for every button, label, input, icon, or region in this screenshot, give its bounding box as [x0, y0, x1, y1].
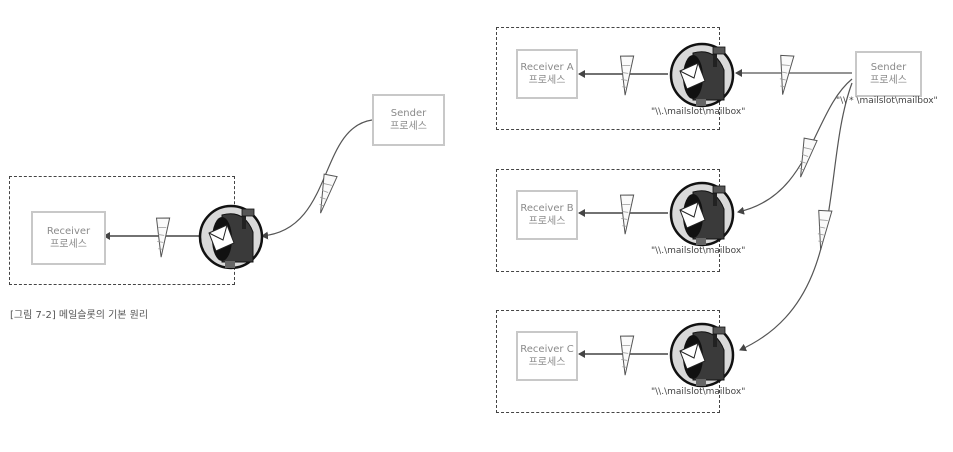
connector-sender-to-mailbox-c — [739, 82, 853, 352]
figure-caption: [그림 7-2] 메일슬롯의 기본 원리 — [10, 310, 149, 321]
sender-right-label: Sender — [870, 62, 907, 73]
receiver-a-sub-label: 프로세스 — [528, 75, 566, 86]
envelope-icon — [310, 171, 338, 215]
receiver-c-box: Receiver C 프로세스 — [516, 331, 578, 381]
mailslot-path-b: "\\.\mailslot\mailbox" — [651, 246, 746, 256]
receiver-a-label: Receiver A — [520, 62, 574, 73]
envelope-icon — [790, 135, 818, 179]
mailbox-icon — [198, 204, 264, 270]
receiver-c-sub-label: 프로세스 — [528, 357, 566, 368]
mailslot-broadcast-path: "\\ * \mailslot\mailbox" — [836, 96, 938, 106]
envelope-icon — [614, 53, 635, 97]
envelope-icon — [810, 207, 833, 251]
receiver-a-box: Receiver A 프로세스 — [516, 49, 578, 99]
mailbox-icon — [669, 181, 735, 247]
receiver-b-sub-label: 프로세스 — [528, 216, 566, 227]
sender-label: Sender — [390, 108, 427, 119]
sender-process-box: Sender 프로세스 — [372, 94, 445, 146]
receiver-b-box: Receiver B 프로세스 — [516, 190, 578, 240]
connector-sender-to-mailbox — [261, 119, 373, 240]
receiver-c-label: Receiver C — [520, 344, 574, 355]
sender-box: Sender 프로세스 — [855, 51, 922, 97]
receiver-sub-label: 프로세스 — [50, 239, 87, 250]
envelope-icon — [772, 52, 795, 96]
receiver-b-label: Receiver B — [520, 203, 574, 214]
mailslot-path-c: "\\.\mailslot\mailbox" — [651, 387, 746, 397]
envelope-icon — [614, 192, 635, 236]
receiver-process-box: Receiver 프로세스 — [31, 211, 106, 265]
connector-sender-to-mailbox-b — [737, 78, 853, 215]
sender-right-sub-label: 프로세스 — [870, 75, 907, 86]
envelope-icon — [150, 215, 171, 259]
envelope-icon — [614, 333, 635, 377]
mailslot-path-a: "\\.\mailslot\mailbox" — [651, 107, 746, 117]
mailbox-icon — [669, 42, 735, 108]
receiver-label: Receiver — [46, 226, 91, 237]
mailbox-icon — [669, 322, 735, 388]
sender-sub-label: 프로세스 — [390, 121, 427, 132]
